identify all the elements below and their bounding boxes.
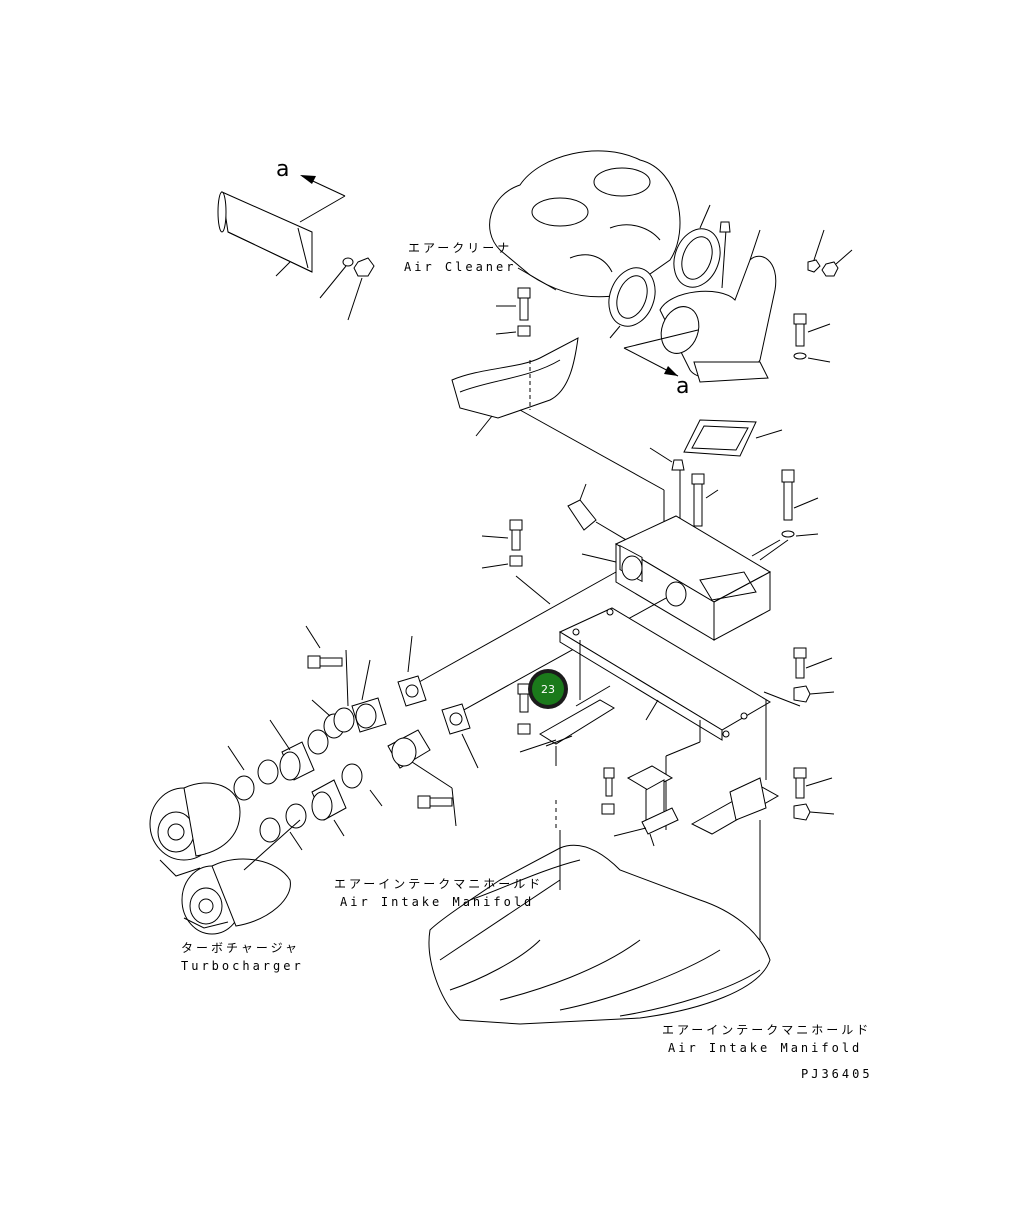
air-cleaner-label-en: Air Cleaner xyxy=(404,260,516,274)
callout-fill xyxy=(532,673,564,705)
washer xyxy=(319,257,354,299)
gasket-left-1 xyxy=(397,635,427,707)
drawing-number: PJ36405 xyxy=(801,1067,873,1081)
hose-clamps-upper xyxy=(227,699,355,801)
turbocharger-label-en: Turbocharger xyxy=(181,959,304,973)
callout-marker[interactable]: 23 xyxy=(528,669,568,709)
callout-number: 23 xyxy=(541,683,555,696)
manifold-label-jp-1: エアーインテークマニホールド xyxy=(334,877,543,891)
stand-right xyxy=(690,700,780,940)
flange-connector-lower xyxy=(387,729,457,827)
bolt-manifold-left xyxy=(481,519,551,605)
leader-saddle xyxy=(519,409,665,491)
saddle-bracket xyxy=(451,337,579,437)
bolt-connector xyxy=(305,625,453,809)
manifold-label-en-2: Air Intake Manifold xyxy=(668,1041,862,1055)
bolt-elbow xyxy=(793,313,831,363)
leader-gasket-right xyxy=(459,597,667,713)
manifold-label-en-1: Air Intake Manifold xyxy=(340,895,534,909)
square-gasket xyxy=(683,419,783,457)
manifold-box xyxy=(581,515,781,641)
bolt-right-lower xyxy=(793,767,835,821)
engine-intake-manifold xyxy=(428,800,771,1025)
view-arrow-label-top: a xyxy=(276,157,289,182)
gasket-flange-right xyxy=(673,204,721,288)
bolt-small-bracket xyxy=(517,683,531,735)
bolt-right-upper xyxy=(793,647,835,703)
turbocharger-upper xyxy=(149,782,241,877)
elbow-duct xyxy=(659,221,777,383)
stand-center xyxy=(601,765,679,847)
leader-gasket-left xyxy=(411,571,617,687)
flange-connector-upper xyxy=(351,659,387,733)
cover-pipe xyxy=(217,191,313,277)
air-cleaner-label-jp: エアークリーナ xyxy=(408,241,512,255)
long-bolt-right xyxy=(759,469,819,561)
small-bracket xyxy=(519,685,615,766)
adaptor-plate xyxy=(558,607,801,830)
hose-clamps-lower xyxy=(259,763,383,851)
turbocharger-label-jp: ターボチャージャ xyxy=(181,941,300,955)
view-arrow-mid xyxy=(623,329,699,377)
gasket-flange-left xyxy=(608,267,656,339)
air-cleaner xyxy=(489,150,681,298)
turbocharger-lower xyxy=(181,819,301,935)
bolt-saddle xyxy=(495,287,531,337)
small-nut-top-right xyxy=(807,229,853,277)
gasket-left-2 xyxy=(441,703,479,769)
nut xyxy=(347,257,375,321)
view-arrow-label-mid: a xyxy=(676,374,689,399)
view-arrow-top xyxy=(299,175,346,223)
manifold-label-jp-2: エアーインテークマニホールド xyxy=(662,1023,871,1037)
